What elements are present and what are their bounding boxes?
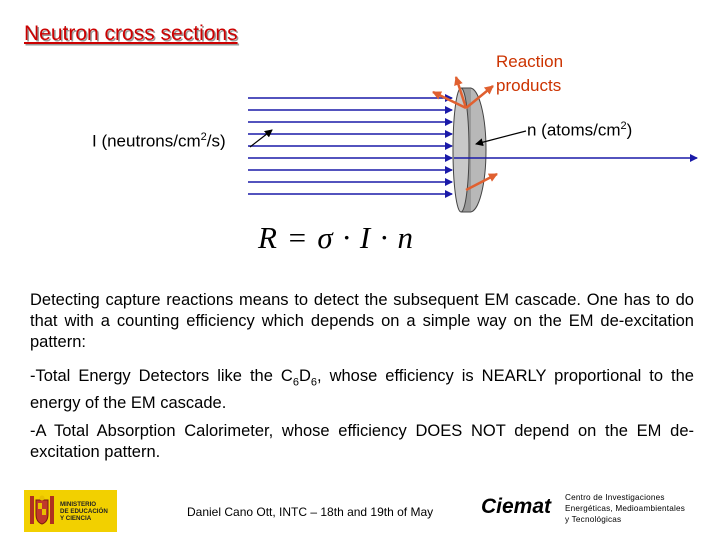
flux-text: I (neutrons/cm xyxy=(92,131,201,151)
density-pointer-arrow xyxy=(475,130,527,147)
ministerio-line1: MINISTERIO xyxy=(60,500,97,508)
slide-title: Neutron cross sections xyxy=(24,22,238,45)
reaction-products-label: Reaction products xyxy=(496,50,563,98)
ciemat-description: Centro de Investigaciones Energéticas, M… xyxy=(565,492,685,525)
p2-text-c: , whose efficiency is NEARLY proportiona… xyxy=(30,367,694,413)
reaction-label-line2: products xyxy=(496,76,562,95)
target-disk xyxy=(452,87,487,213)
ministerio-line3: Y CIENCIA xyxy=(60,514,92,522)
p2-text-b: D xyxy=(298,367,311,385)
reaction-product-arrows xyxy=(432,76,498,192)
paragraph-ted: -Total Energy Detectors like the C6D6, w… xyxy=(30,366,694,414)
coat-of-arms-icon xyxy=(30,495,54,525)
paragraph-tac: -A Total Absorption Calorimeter, whose e… xyxy=(30,422,694,461)
flux-label: I (neutrons/cm2/s) xyxy=(92,131,226,152)
footer-author: Daniel Cano Ott, INTC – 18th and 19th of… xyxy=(187,505,434,519)
p2-text-a: -Total Energy Detectors like the C xyxy=(30,367,293,385)
ciemat-line3: y Tecnológicas xyxy=(565,515,622,524)
density-label: n (atoms/cm2) xyxy=(527,120,632,141)
p2-sub2: 6 xyxy=(310,376,317,389)
ciemat-logo: Ciemat xyxy=(481,495,552,518)
density-tail: ) xyxy=(626,120,633,140)
p2-sub1: 6 xyxy=(292,376,299,389)
ministerio-line2: DE EDUCACIÓN xyxy=(60,507,108,515)
ciemat-line2: Energéticas, Medioambientales xyxy=(565,504,686,513)
ciemat-line1: Centro de Investigaciones xyxy=(565,493,665,502)
density-text: n (atoms/cm xyxy=(527,120,621,140)
ministerio-logo: MINISTERIO DE EDUCACIÓN Y CIENCIA xyxy=(24,490,117,532)
neutron-beam-lines xyxy=(248,94,453,198)
paragraph-capture: Detecting capture reactions means to det… xyxy=(30,291,694,351)
rate-formula: R = σ · I · n xyxy=(258,220,414,255)
density-sup: 2 xyxy=(620,120,627,132)
flux-sup: 2 xyxy=(200,131,207,143)
flux-tail: /s) xyxy=(206,131,226,151)
reaction-label-line1: Reaction xyxy=(496,52,564,71)
flux-pointer-arrow xyxy=(249,129,273,148)
